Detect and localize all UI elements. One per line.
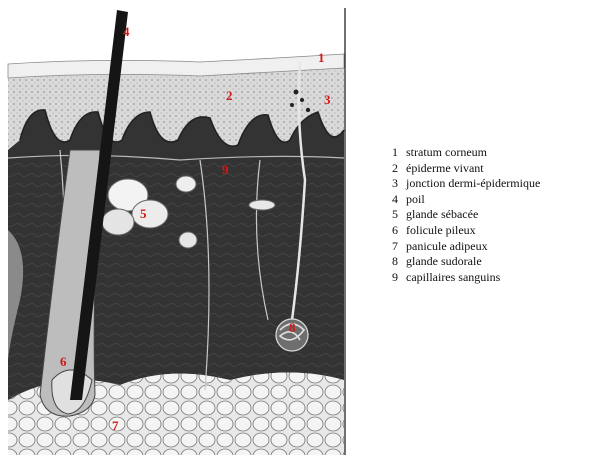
legend: 1stratum corneum2épiderme vivant3jonctio… [392,145,598,285]
legend-item: 5glande sébacée [392,207,598,223]
legend-number: 6 [392,223,406,239]
legend-item: 8glande sudorale [392,254,598,270]
marker-7: 7 [112,418,119,433]
legend-item: 6folicule pileux [392,223,598,239]
legend-item: 9capillaires sanguins [392,270,598,286]
marker-1: 1 [318,50,325,65]
skin-cross-section-illustration: 1 2 3 4 5 6 7 8 9 [0,0,360,455]
legend-label: jonction dermi-épidermique [406,176,540,190]
marker-2: 2 [226,88,233,103]
legend-number: 1 [392,145,406,161]
legend-item: 3jonction dermi-épidermique [392,176,598,192]
legend-label: stratum corneum [406,145,487,159]
legend-number: 9 [392,270,406,286]
legend-item: 7panicule adipeux [392,239,598,255]
marker-5: 5 [140,206,147,221]
marker-6: 6 [60,354,67,369]
legend-label: capillaires sanguins [406,270,500,284]
legend-label: panicule adipeux [406,239,488,253]
legend-number: 4 [392,192,406,208]
marker-9: 9 [222,162,229,177]
legend-number: 3 [392,176,406,192]
legend-item: 2épiderme vivant [392,161,598,177]
marker-4: 4 [123,24,130,39]
legend-number: 7 [392,239,406,255]
legend-number: 5 [392,207,406,223]
marker-3: 3 [324,92,331,107]
legend-label: épiderme vivant [406,161,484,175]
marker-8: 8 [289,320,296,335]
legend-item: 1stratum corneum [392,145,598,161]
legend-label: glande sudorale [406,254,482,268]
legend-label: folicule pileux [406,223,476,237]
legend-number: 8 [392,254,406,270]
legend-item: 4poil [392,192,598,208]
legend-label: glande sébacée [406,207,478,221]
legend-number: 2 [392,161,406,177]
legend-label: poil [406,192,425,206]
